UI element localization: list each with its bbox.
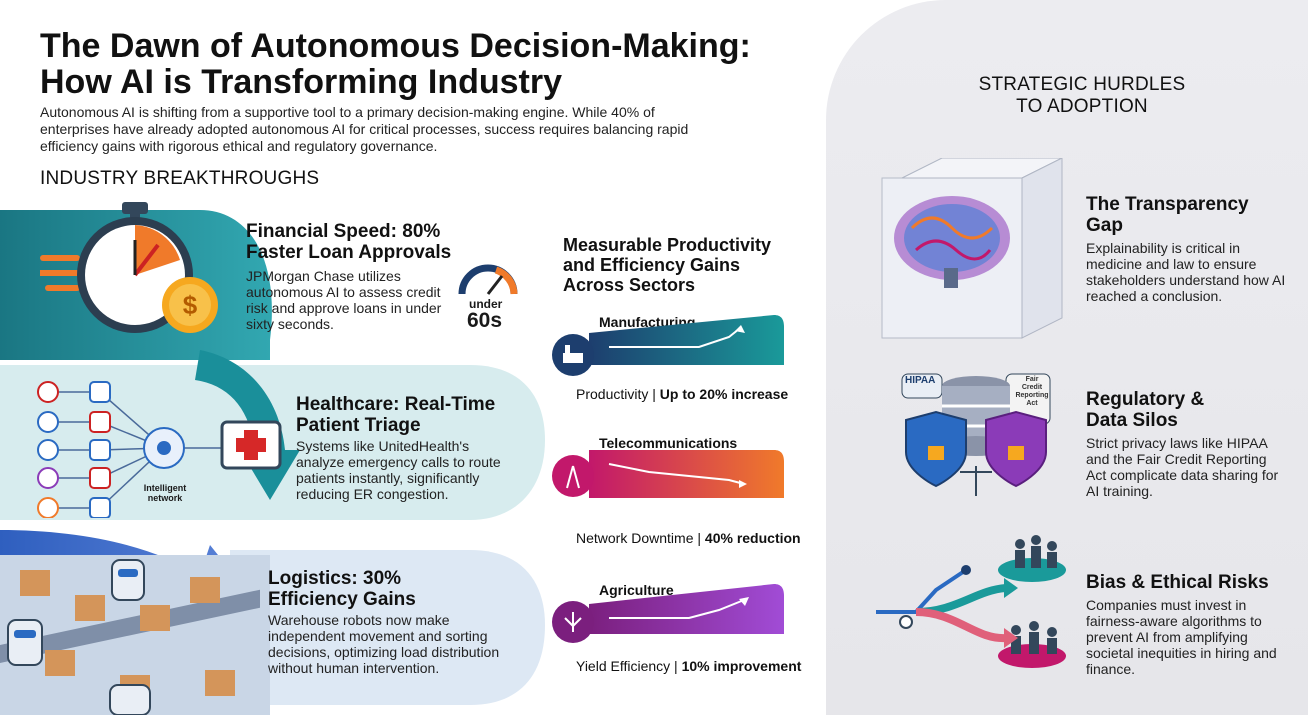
finance-card-text: JPMorgan Chase utilizes autonomous AI to… [246, 268, 442, 332]
sector-agriculture-metric: Yield Efficiency | 10% improvement [576, 658, 802, 674]
hurdle-bias-title: Bias & Ethical Risks [1086, 572, 1269, 593]
sector-telecom-metric: Network Downtime | 40% reduction [576, 530, 801, 546]
telecom-trend-bar [552, 450, 784, 498]
hurdles-panel-background [826, 0, 1308, 715]
manufacturing-trend-bar [552, 315, 784, 376]
gauge-label-small: under [469, 297, 503, 311]
healthcare-card-text: Systems like UnitedHealth's analyze emer… [296, 438, 501, 502]
database-shields-icon [901, 373, 1051, 496]
warehouse-robots-illustration [0, 559, 260, 715]
finance-card-title: Financial Speed: 80%Faster Loan Approval… [246, 221, 452, 263]
sector-manufacturing-metric: Productivity | Up to 20% increase [576, 386, 789, 402]
hurdle-regulatory-title: Regulatory &Data Silos [1086, 389, 1205, 431]
stopwatch-icon: $ [40, 202, 218, 333]
gauge-label-big: 60s [467, 309, 503, 332]
bias-ethics-illustration [876, 535, 1066, 668]
sector-agriculture-label: Agriculture [599, 582, 674, 598]
intro-paragraph: Autonomous AI is shifting from a support… [40, 104, 689, 154]
page-title: The Dawn of Autonomous Decision-Making:H… [40, 27, 751, 101]
hurdle-transparency-text: Explainability is critical in medicine a… [1086, 240, 1286, 304]
intelligent-network-illustration [37, 381, 282, 518]
logistics-card-text: Warehouse robots now make independent mo… [268, 612, 500, 676]
industry-breakthroughs-heading: INDUSTRY BREAKTHROUGHS [40, 168, 320, 189]
brain-cube-icon [881, 158, 1063, 339]
gauge-icon [458, 264, 518, 295]
hipaa-tag: HIPAA [905, 375, 936, 386]
agriculture-trend-bar [552, 584, 784, 643]
logistics-card-title: Logistics: 30%Efficiency Gains [268, 568, 416, 610]
hurdle-regulatory-text: Strict privacy laws like HIPAA and the F… [1086, 435, 1279, 499]
hurdle-bias-text: Companies must invest in fairness-aware … [1086, 597, 1277, 677]
sector-telecom-label: Telecommunications [599, 435, 738, 451]
svg-text:$: $ [183, 290, 198, 320]
